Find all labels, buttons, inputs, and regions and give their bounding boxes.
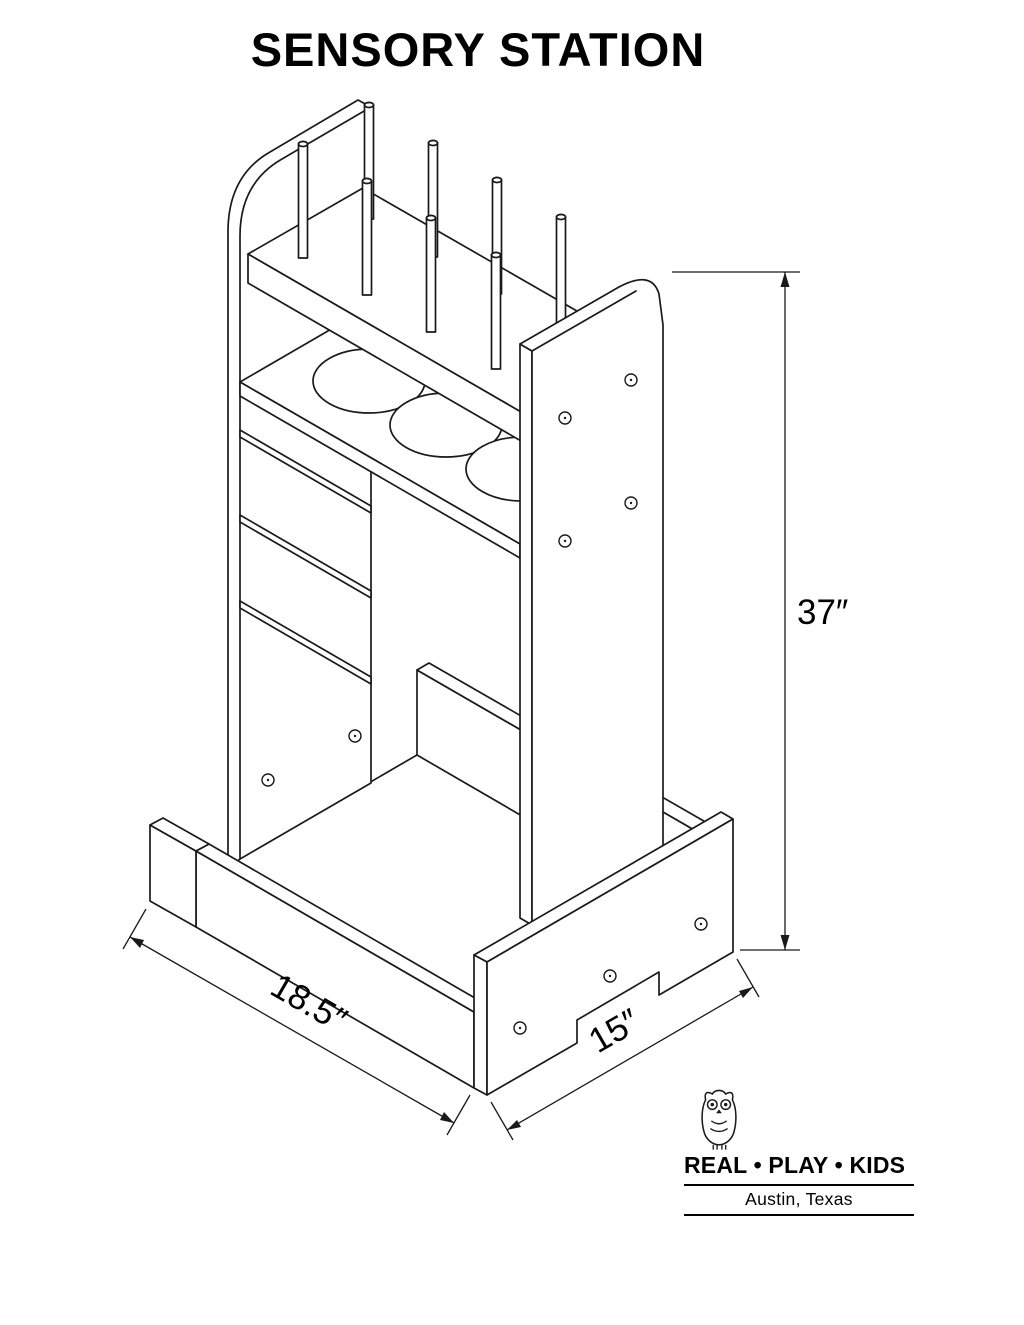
peg-top: [490, 251, 502, 259]
tray-right-panel-screws: [513, 917, 708, 1035]
right-panel-front-edge: [519, 343, 533, 926]
owl-breast-lines: [710, 1120, 728, 1133]
foot-top-edge: [149, 817, 210, 852]
right-panel-screws: [558, 373, 638, 548]
peg-top: [297, 140, 309, 148]
arrowhead-left: [507, 1120, 521, 1130]
screw-center: [518, 1026, 522, 1030]
page-title: SENSORY STATION: [250, 23, 706, 76]
pegs: [297, 101, 567, 370]
owl-pupil: [723, 1102, 728, 1107]
width-extension-line-left: [122, 908, 147, 950]
arrowhead-right: [739, 987, 753, 998]
front-left-foot: [149, 817, 210, 928]
left-panel-edge-lines: [239, 106, 372, 860]
right-side-panel: [519, 278, 664, 941]
left-panel-screws: [261, 729, 362, 787]
peg-top: [427, 139, 439, 147]
height-dimension-label: 37″: [797, 593, 848, 632]
peg-top: [363, 101, 375, 109]
brand-location: Austin, Texas: [684, 1186, 914, 1216]
tray-slots: [239, 429, 372, 685]
screw-center: [266, 778, 270, 782]
screw-center: [353, 734, 357, 738]
screw-center: [629, 501, 633, 505]
screw-center: [563, 539, 567, 543]
peg: [297, 140, 309, 259]
screw-center: [699, 922, 703, 926]
screw-center: [563, 416, 567, 420]
peg: [490, 251, 502, 370]
owl-eye: [706, 1099, 718, 1111]
owl-icon: [701, 1089, 737, 1150]
peg: [555, 213, 567, 332]
arrowhead-down: [780, 935, 790, 950]
brand-name: REAL • PLAY • KIDS: [684, 1152, 914, 1186]
peg-top: [361, 177, 373, 185]
peg-top: [555, 213, 567, 221]
peg-top: [425, 214, 437, 222]
brand-block: REAL • PLAY • KIDS Austin, Texas: [684, 1084, 914, 1216]
tray-right-panel-front-edge: [473, 954, 488, 1096]
tray-slot: [239, 514, 372, 599]
arrowhead-up: [780, 272, 790, 287]
screw-center: [629, 378, 633, 382]
tray-right-panel: [473, 811, 734, 1096]
peg: [425, 214, 437, 333]
tray-slot: [239, 429, 372, 514]
tray-slot: [239, 600, 372, 685]
depth-extension-line-left: [490, 1101, 514, 1141]
peg: [361, 177, 373, 296]
owl-pupil: [710, 1102, 715, 1107]
owl-body: [701, 1089, 737, 1146]
arrowhead-right: [440, 1112, 454, 1123]
right-panel-top-edge-line: [531, 290, 637, 352]
owl-eye: [720, 1099, 732, 1111]
owl-feet: [712, 1144, 727, 1150]
peg-top: [491, 176, 503, 184]
depth-extension-line-right: [736, 958, 760, 998]
tray-right-panel-face: [486, 818, 734, 1096]
width-extension-line-right: [446, 1094, 471, 1136]
right-panel-outline: [519, 278, 664, 941]
screw-center: [608, 974, 612, 978]
arrowhead-left: [130, 937, 144, 948]
width-dimension-line: [129, 936, 455, 1124]
owl-beak: [716, 1109, 722, 1114]
depth-dimension-line: [506, 986, 754, 1131]
height-dimension: 37″: [672, 271, 848, 951]
